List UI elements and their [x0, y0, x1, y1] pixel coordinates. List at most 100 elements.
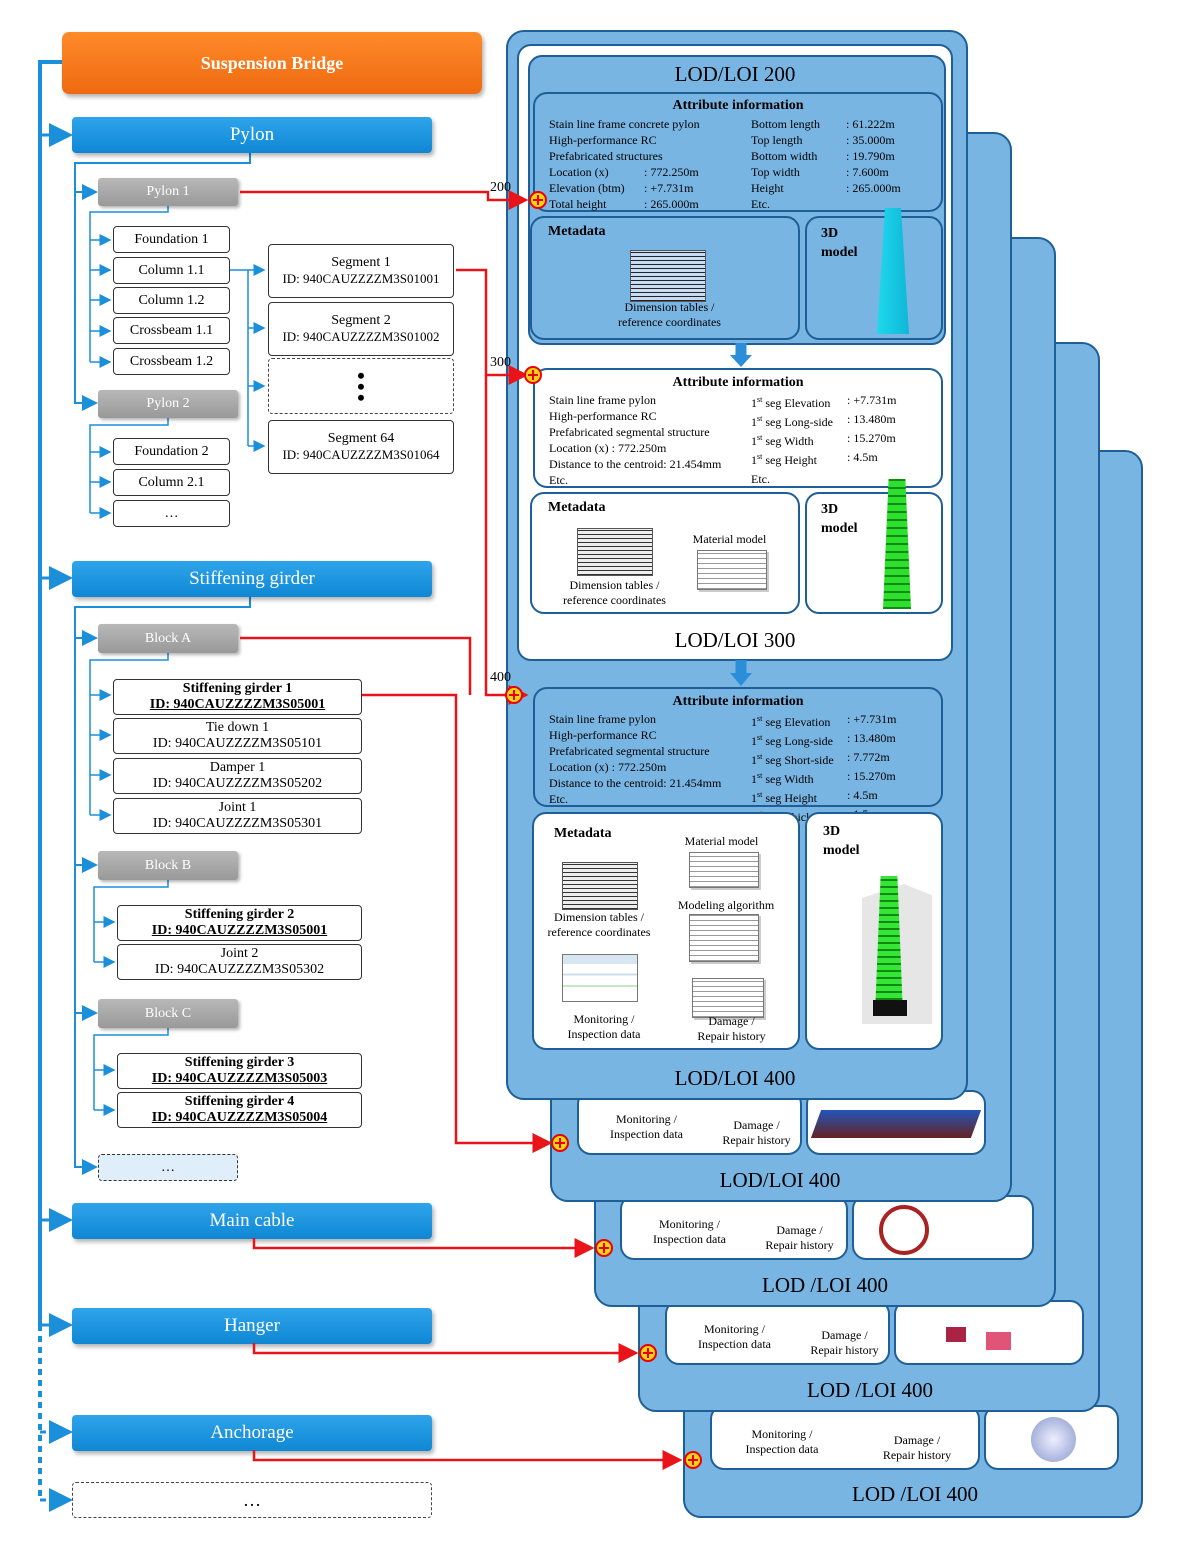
- modeling-algorithm-image: [689, 914, 759, 962]
- component-name: Damper 1: [209, 760, 266, 775]
- pylon-2[interactable]: Pylon 2: [98, 390, 238, 418]
- monitoring-label: Monitoring / Inspection data: [698, 1322, 771, 1351]
- anchorage-link-marker-icon[interactable]: [684, 1451, 702, 1469]
- monitoring-label: Monitoring / Inspection data: [567, 1012, 641, 1041]
- category-anchorage[interactable]: Anchorage: [72, 1415, 432, 1451]
- damage-history-image: [692, 978, 764, 1018]
- attribute-key: 1st seg Width: [751, 768, 847, 787]
- attribute-value: : 4.5m: [847, 788, 878, 802]
- attribute-item: Location (x) : 772.250m: [549, 760, 667, 774]
- segment-id: ID: 940CAUZZZZM3S01002: [282, 329, 440, 344]
- lod-marker-200: 200: [490, 180, 511, 195]
- segment-name: Segment 1: [331, 255, 391, 270]
- segment-id: ID: 940CAUZZZZM3S01001: [282, 271, 440, 286]
- attribute-item: High-performance RC: [549, 728, 657, 742]
- segment-name: Segment 2: [331, 313, 391, 328]
- material-model-label: Material model: [684, 834, 759, 848]
- attribute-header: Attribute information: [672, 375, 804, 390]
- component-node[interactable]: Crossbeam 1.2: [113, 348, 230, 375]
- ordinal-number: 1: [751, 772, 757, 786]
- attribute-key-text: seg Elevation: [762, 396, 831, 410]
- category-main-cable[interactable]: Main cable: [72, 1203, 432, 1239]
- pylon-1[interactable]: Pylon 1: [98, 178, 238, 206]
- component-id: ID: 940CAUZZZZM3S05001: [151, 923, 328, 938]
- lod400-link-marker-icon[interactable]: [505, 686, 523, 704]
- back-lod-title: LOD /LOI 400: [852, 1482, 978, 1506]
- attribute-value: : 4.5m: [847, 450, 878, 464]
- girder-link-marker-icon[interactable]: [551, 1134, 569, 1152]
- ordinal-number: 1: [751, 715, 757, 729]
- lod300-metadata-box: Metadata Material model Dimension tables…: [530, 492, 800, 614]
- category-stiffening-girder[interactable]: Stiffening girder: [72, 561, 432, 597]
- component-node[interactable]: Foundation 2: [113, 438, 230, 465]
- material-model-image: [697, 550, 767, 590]
- block-b[interactable]: Block B: [98, 851, 238, 880]
- monitoring-label: Monitoring / Inspection data: [610, 1112, 683, 1141]
- cable-model-image: [879, 1205, 929, 1255]
- component-name: Stiffening girder 4: [184, 1094, 295, 1109]
- ordinal-number: 1: [751, 415, 757, 429]
- segment-name: Segment 64: [327, 431, 395, 446]
- attribute-item: 1st seg Height: 4.5m: [751, 449, 941, 468]
- category-more[interactable]: …: [72, 1482, 432, 1518]
- attribute-value: : 13.480m: [847, 412, 896, 426]
- attribute-key-text: seg Width: [762, 434, 814, 448]
- lod200-link-marker-icon[interactable]: [529, 191, 547, 209]
- component-node[interactable]: Column 2.1: [113, 469, 230, 496]
- hanger-model-image: [986, 1332, 1011, 1350]
- attribute-key: 1st seg Height: [751, 449, 847, 468]
- component-label: Crossbeam 1.2: [129, 353, 214, 369]
- attribute-item: High-performance RC: [549, 409, 657, 423]
- category-pylon[interactable]: Pylon: [72, 117, 432, 153]
- attribute-item: Location (x): 772.250m: [549, 164, 759, 180]
- attribute-key: Etc.: [751, 468, 847, 487]
- component-node[interactable]: Column 1.1: [113, 257, 230, 284]
- lod300-link-marker-icon[interactable]: [524, 366, 542, 384]
- component-node[interactable]: …: [113, 500, 230, 527]
- attribute-item: High-performance RC: [549, 132, 759, 148]
- cable-link-marker-icon[interactable]: [595, 1239, 613, 1257]
- root-suspension-bridge[interactable]: Suspension Bridge: [62, 32, 482, 94]
- dimension-caption: Dimension tables / reference coordinates: [563, 578, 666, 607]
- component-node[interactable]: Crossbeam 1.1: [113, 317, 230, 344]
- attribute-key-text: seg Width: [762, 772, 814, 786]
- component-node[interactable]: Column 1.2: [113, 287, 230, 314]
- block-a[interactable]: Block A: [98, 624, 238, 653]
- damage-label: Damage / Repair history: [882, 1433, 952, 1462]
- attribute-header: Attribute information: [672, 98, 804, 113]
- back-monitoring-box: Monitoring / Inspection data Damage / Re…: [577, 1090, 802, 1155]
- lod200-attribute-box: Attribute information Stain line frame c…: [533, 92, 943, 212]
- attribute-value: : 61.222m: [846, 117, 895, 131]
- material-model-label: Material model: [692, 532, 767, 546]
- dimension-caption: Dimension tables / reference coordinates: [618, 300, 721, 329]
- hanger-link-marker-icon[interactable]: [639, 1344, 657, 1362]
- component-node[interactable]: Foundation 1: [113, 226, 230, 253]
- attribute-value: : +7.731m: [847, 393, 897, 407]
- damage-label: Damage / Repair history: [810, 1328, 879, 1357]
- category-hanger[interactable]: Hanger: [72, 1308, 432, 1344]
- attribute-key: 1st seg Elevation: [751, 392, 847, 411]
- attribute-value: : +7.731m: [847, 712, 897, 726]
- lod300-title: LOD/LOI 300: [674, 628, 796, 652]
- attribute-key: Bottom length: [751, 117, 820, 131]
- girder-more-node[interactable]: …: [98, 1154, 238, 1181]
- metadata-label: Metadata: [548, 500, 606, 515]
- lod-marker-400: 400: [490, 670, 511, 685]
- attribute-item: Height: 265.000m: [751, 180, 941, 196]
- attribute-key: Total height: [549, 197, 607, 211]
- attribute-item: Etc.: [549, 473, 568, 487]
- block-c[interactable]: Block C: [98, 999, 238, 1028]
- ordinal-number: Etc.: [751, 472, 770, 486]
